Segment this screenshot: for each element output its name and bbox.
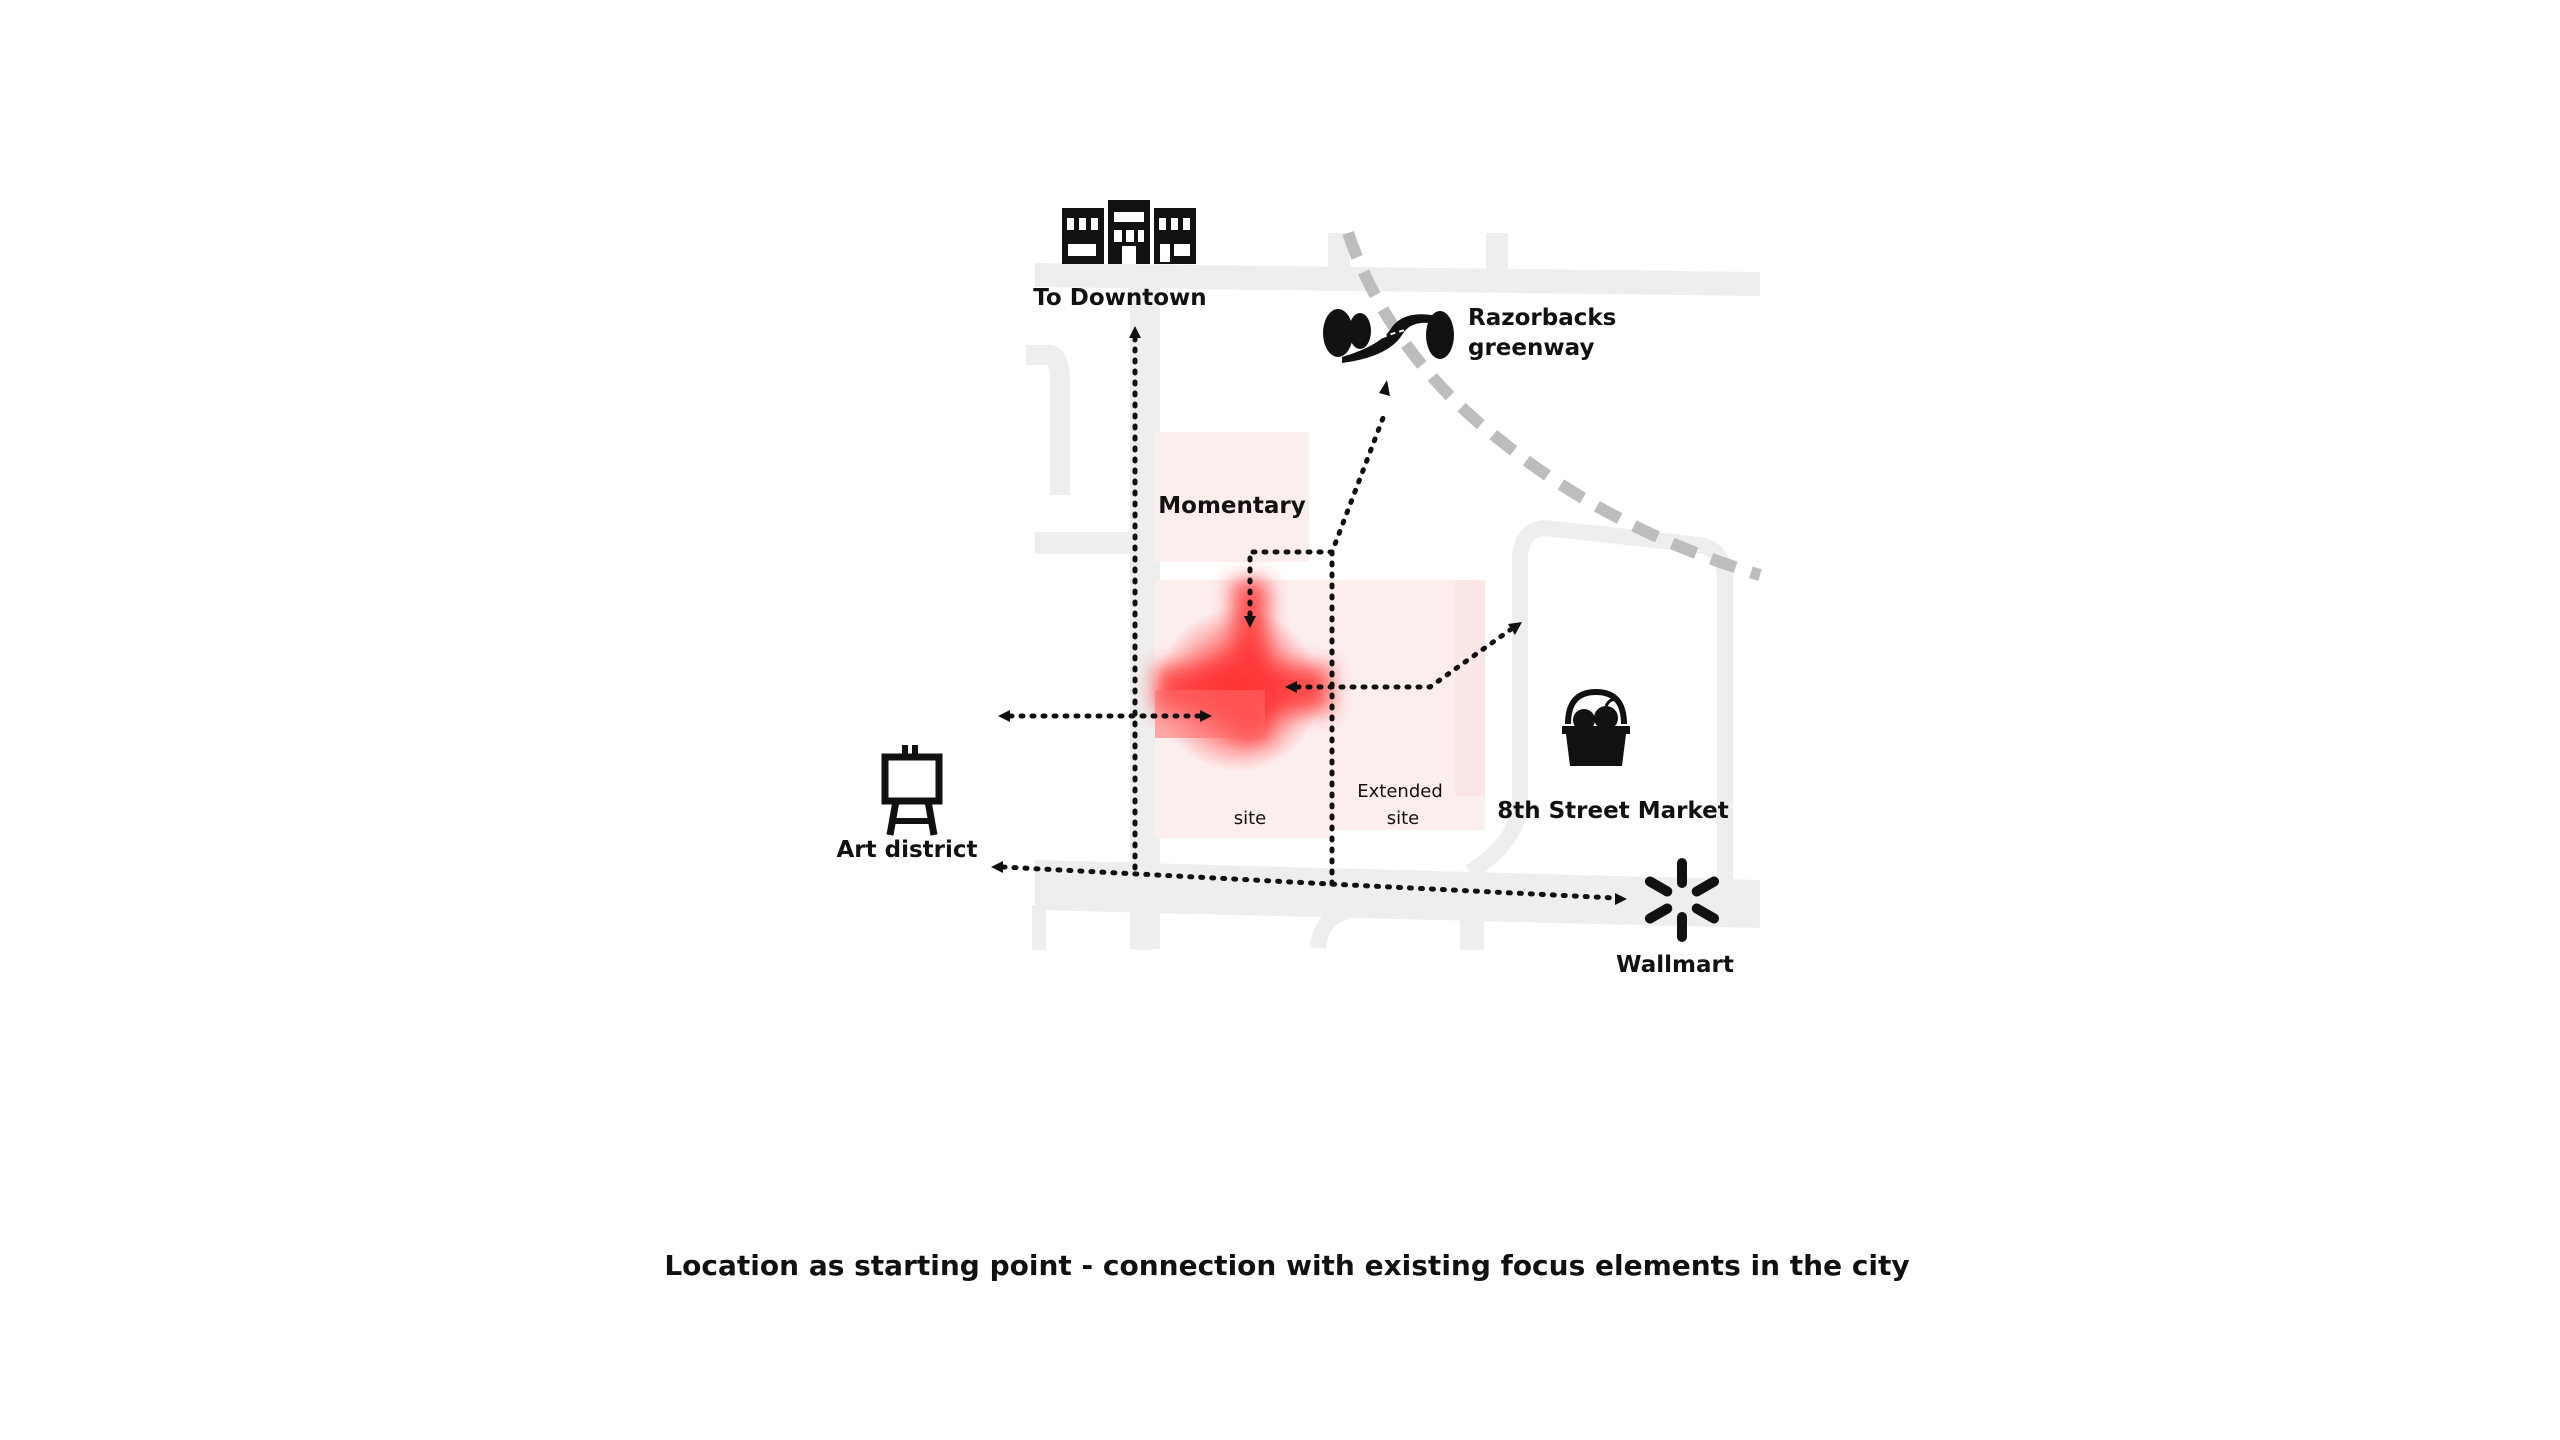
extended-site-label-line1: Extended: [1357, 781, 1443, 802]
diagram-caption: Location as starting point - connection …: [664, 1249, 1909, 1282]
path-momentary-loop: [1247, 549, 1335, 619]
road-east-loop: [1465, 519, 1733, 888]
site-core-west-arm: [1155, 690, 1265, 738]
arrow-walmart: [1615, 893, 1627, 905]
road-south-curve: [1310, 904, 1348, 949]
arrow-greenway: [1379, 380, 1390, 396]
arrow-downtown: [1129, 326, 1141, 338]
arrow-site-right: [1200, 710, 1212, 722]
market-label: 8th Street Market: [1497, 798, 1729, 824]
arrow-art-left: [998, 710, 1010, 722]
road-south-stub-3: [1460, 910, 1484, 950]
road-north-stub-2: [1486, 233, 1508, 273]
path-to-market: [1294, 627, 1513, 690]
site-label: site: [1234, 808, 1267, 829]
walmart-label: Wallmart: [1616, 952, 1734, 978]
trees-path-icon: [1323, 309, 1454, 363]
spark-icon: [1644, 858, 1720, 942]
path-south-corridor: [1000, 864, 1618, 901]
greenway-label-line2: greenway: [1468, 335, 1594, 361]
easel-icon: [881, 745, 943, 836]
downtown-label: To Downtown: [1033, 285, 1206, 311]
road-north-stub-1: [1328, 233, 1350, 273]
extended-site-label-line2: site: [1387, 808, 1420, 829]
greenway-label-line1: Razorbacks: [1468, 305, 1616, 331]
connection-paths: [991, 326, 1627, 905]
momentary-label: Momentary: [1158, 493, 1305, 519]
storefront-buildings-icon: [1062, 200, 1196, 264]
road-south-stub-2: [1135, 905, 1151, 950]
momentary-block: [1155, 432, 1309, 562]
arrow-market: [1508, 622, 1522, 635]
road-south-stub-1: [1032, 905, 1046, 950]
arrow-into-site: [1244, 616, 1256, 628]
site-blocks: [1155, 432, 1485, 838]
road-middle-west: [1035, 532, 1145, 554]
arrow-southwest: [991, 861, 1003, 873]
road-west-curve: [1026, 345, 1070, 495]
road-south: [1035, 860, 1760, 928]
art-district-label: Art district: [836, 837, 977, 863]
greenway-trail: [1342, 231, 1762, 581]
arrow-site-left: [1285, 681, 1297, 693]
road-north: [1035, 263, 1760, 296]
extended-site-block-east: [1455, 580, 1485, 796]
fruit-basket-icon: [1562, 688, 1630, 766]
